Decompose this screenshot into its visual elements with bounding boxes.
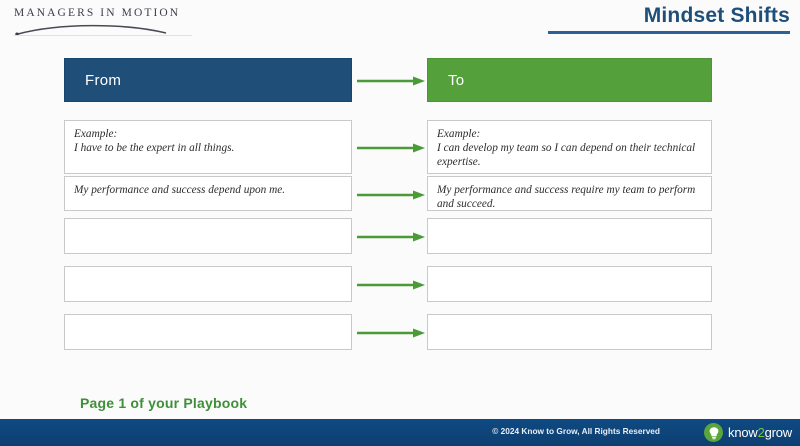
playbook-note: Page 1 of your Playbook — [80, 395, 248, 411]
logo-wordmark: know2grow — [728, 425, 792, 440]
cell-from-3[interactable] — [64, 218, 352, 254]
footer-bar: © 2024 Know to Grow, All Rights Reserved… — [0, 419, 800, 446]
cell-to-5[interactable] — [427, 314, 712, 350]
brand-name: MANAGERS IN MOTION — [14, 7, 181, 19]
logo-word-pre: know — [728, 425, 758, 440]
arrow-header-icon — [357, 74, 425, 86]
column-header-from: From — [64, 58, 352, 102]
column-header-to-label: To — [448, 71, 465, 89]
brand-logo: MANAGERS IN MOTION — [14, 6, 194, 40]
cell-to-4[interactable] — [427, 266, 712, 302]
cell-from-4[interactable] — [64, 266, 352, 302]
mindset-shift-matrix: From To Example: I have to be the expert… — [64, 58, 712, 350]
arrow-row-4-icon — [357, 278, 425, 290]
title-block: Mindset Shifts — [548, 3, 790, 34]
cell-to-2[interactable]: My performance and success require my te… — [427, 176, 712, 211]
arrow-row-3-icon — [357, 230, 425, 242]
brand-divider — [14, 35, 192, 36]
arrow-row-5-icon — [357, 326, 425, 338]
arrow-row-1-icon — [357, 141, 425, 153]
arrow-row-2-icon — [357, 188, 425, 200]
cell-from-2[interactable]: My performance and success depend upon m… — [64, 176, 352, 211]
column-header-from-label: From — [85, 71, 122, 89]
logo-word-post: grow — [764, 425, 793, 440]
cell-from-1[interactable]: Example: I have to be the expert in all … — [64, 120, 352, 174]
logo-word-mid: 2 — [757, 425, 765, 440]
column-header-to: To — [427, 58, 712, 102]
cell-to-3[interactable] — [427, 218, 712, 254]
page-title: Mindset Shifts — [643, 4, 790, 27]
footer-copyright: © 2024 Know to Grow, All Rights Reserved — [492, 426, 660, 436]
cell-from-5[interactable] — [64, 314, 352, 350]
cell-to-1[interactable]: Example: I can develop my team so I can … — [427, 120, 712, 174]
know2grow-logo: know2grow — [704, 423, 792, 442]
title-underline — [548, 31, 790, 34]
lightbulb-icon — [704, 423, 724, 442]
